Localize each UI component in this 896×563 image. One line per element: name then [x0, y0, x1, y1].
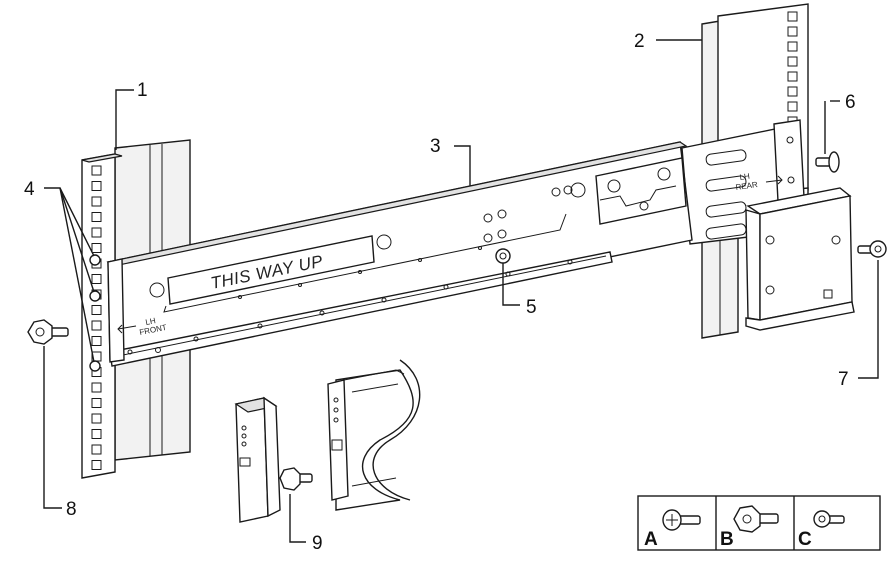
screw-type-key: A B C — [638, 496, 880, 550]
cage-nut-detail-inset — [328, 360, 420, 510]
callout-6: 6 — [845, 92, 856, 113]
screw-key-a: A — [644, 529, 658, 550]
rear-hold-down-bracket — [746, 188, 854, 330]
screw-type-a-icon — [663, 510, 700, 530]
callout-5: 5 — [526, 297, 537, 318]
callout-3: 3 — [430, 136, 441, 157]
callout-2: 2 — [634, 31, 645, 52]
screw-7 — [858, 241, 886, 257]
screw-9 — [280, 468, 312, 490]
clip-nut — [236, 398, 280, 522]
callout-8: 8 — [66, 499, 77, 520]
screw-key-c: C — [798, 529, 812, 550]
screw-type-b-icon — [734, 506, 778, 532]
screw-6 — [816, 152, 839, 172]
screw-8 — [28, 320, 68, 344]
screw-type-c-icon — [814, 511, 844, 527]
screw-key-b: B — [720, 529, 734, 550]
callout-7: 7 — [838, 369, 849, 390]
callout-1: 1 — [137, 80, 148, 101]
callout-4: 4 — [24, 179, 35, 200]
callout-9: 9 — [312, 533, 323, 554]
